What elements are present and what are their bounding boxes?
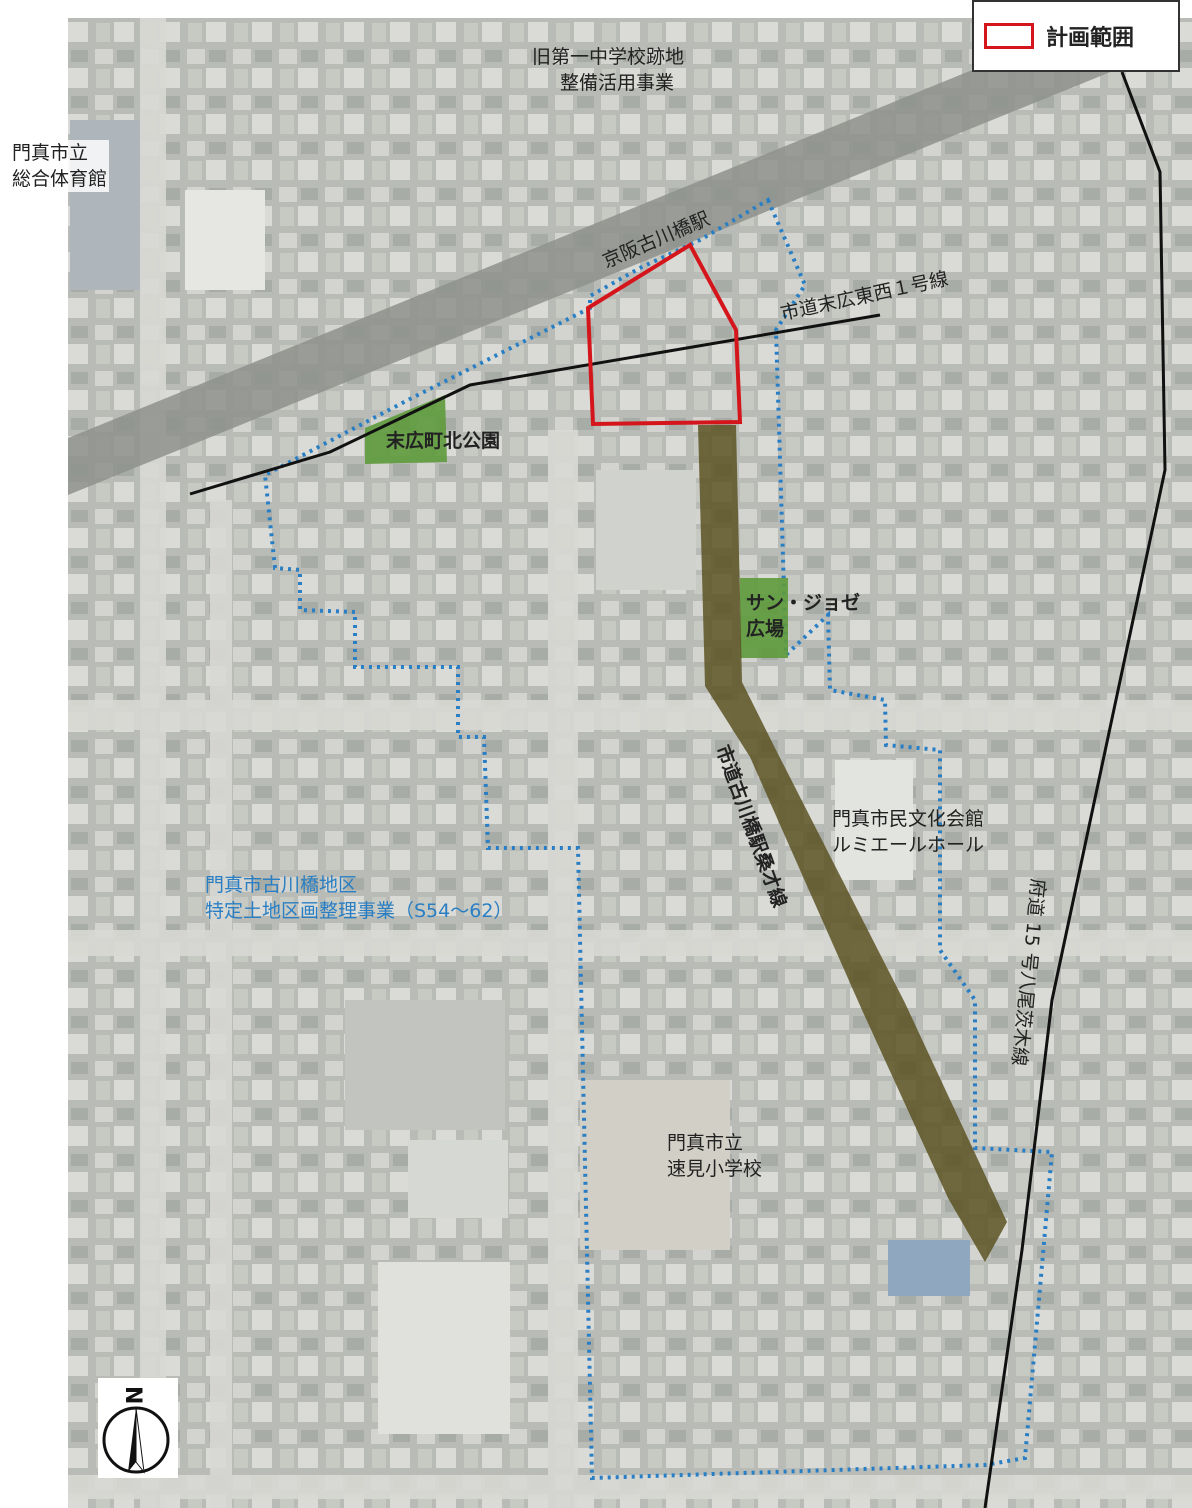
plaza-line2: 広場: [746, 618, 785, 640]
park-suehiro-text: 末広町北公園: [386, 430, 501, 452]
park-sanjose: [740, 578, 788, 658]
road-line-suehiro: [189, 313, 881, 496]
legend: 計画範囲: [972, 0, 1180, 72]
north-arrow: N: [98, 1378, 178, 1478]
land-readjustment-label: 門真市古川橋地区 特定土地区画整理事業（S54～62）: [205, 872, 512, 924]
project-area-boundary: [262, 197, 1055, 1481]
railway: [68, 18, 1140, 495]
plan-boundary: [585, 242, 743, 427]
plaza-label: サン・ジョゼ 広場: [746, 590, 860, 642]
gym-label-line2: 総合体育館: [12, 168, 108, 190]
park-suehiro: [365, 395, 447, 464]
road-line-prefectural: [983, 71, 1167, 1508]
park-suehiro-label: 末広町北公園: [386, 428, 500, 454]
large-buildings: [70, 120, 970, 1434]
land-readjustment-line1: 門真市古川橋地区: [205, 874, 358, 896]
school-site-line1: 旧第一中学校跡地: [532, 46, 685, 68]
elementary-line1: 門真市立: [667, 1132, 744, 1154]
cultural-hall-line2: ルミエールホール: [832, 834, 985, 856]
legend-swatch: [984, 23, 1034, 49]
gym-label-line1: 門真市立: [12, 142, 89, 164]
land-readjustment-line2: 特定土地区画整理事業（S54～62）: [205, 900, 513, 922]
cultural-hall-label: 門真市民文化会館 ルミエールホール: [832, 806, 984, 858]
school-site-line2: 整備活用事業: [560, 72, 675, 94]
elementary-line2: 速見小学校: [667, 1158, 763, 1180]
gym-label: 門真市立 総合体育館: [10, 140, 110, 192]
cultural-hall-line1: 門真市民文化会館: [832, 808, 985, 830]
elementary-label: 門真市立 速見小学校: [667, 1130, 762, 1182]
north-letter: N: [120, 1386, 145, 1404]
street-network: [68, 18, 1192, 1508]
road-corridor: [698, 425, 1007, 1262]
plaza-line1: サン・ジョゼ: [746, 592, 861, 614]
school-site-label: 旧第一中学校跡地 整備活用事業: [532, 44, 684, 96]
legend-label: 計画範囲: [1046, 26, 1135, 51]
